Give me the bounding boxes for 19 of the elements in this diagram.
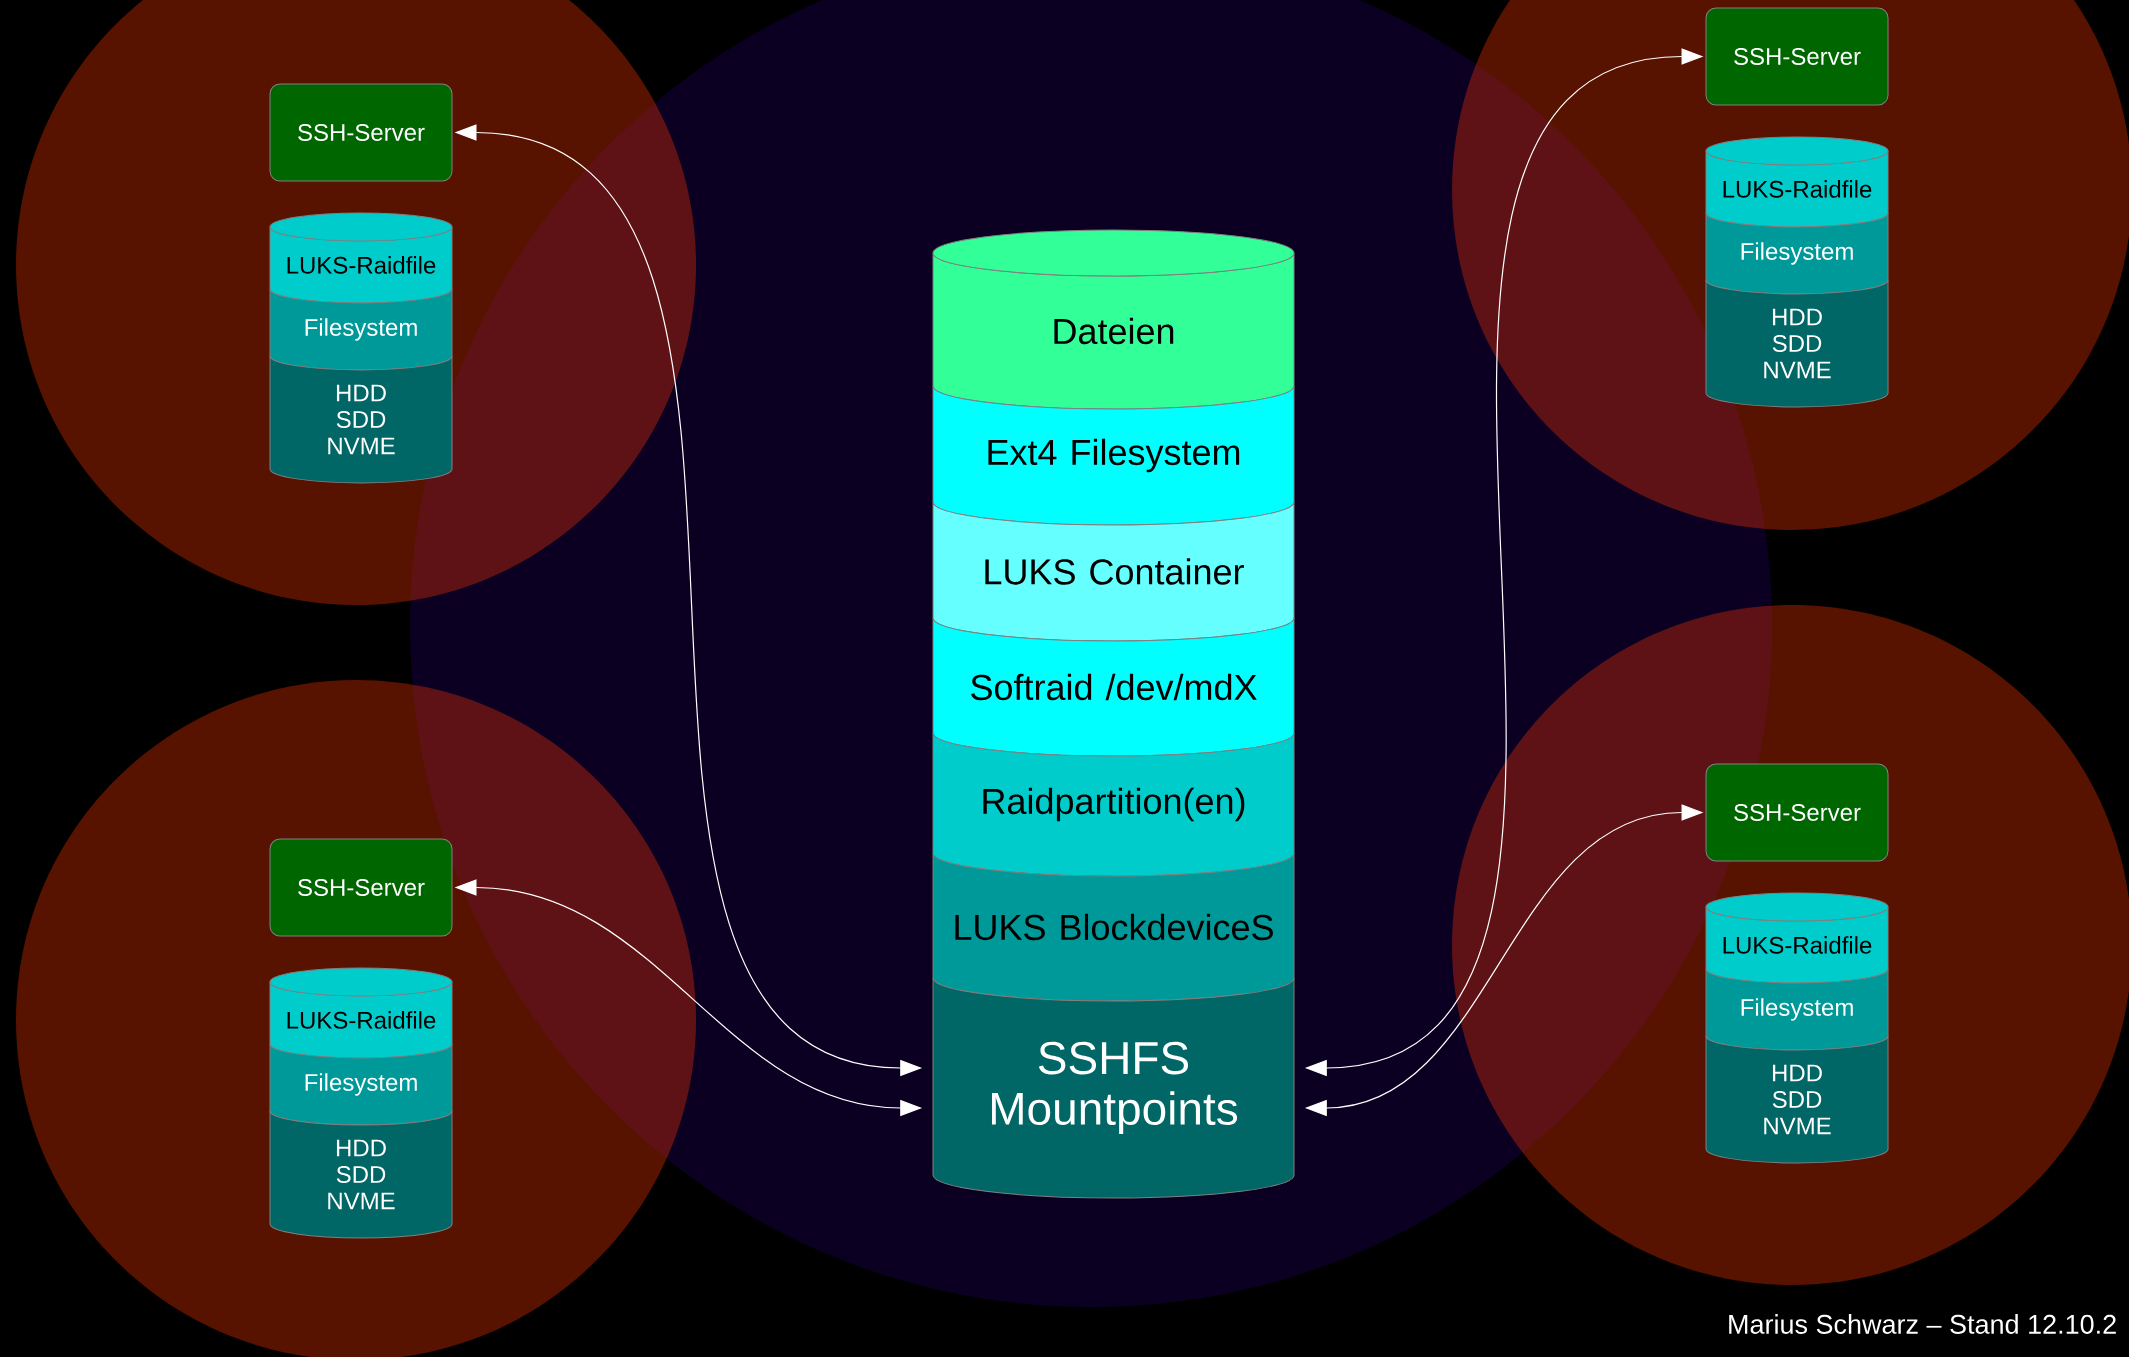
server-box: SSH-Server [1705,763,1889,862]
cylinder-layer: Dateien [932,229,1295,410]
cylinder-layer: LUKS BlockdeviceS [932,852,1295,1002]
server-box: SSH-Server [269,83,453,182]
cylinder-layer: Filesystem [269,1043,453,1126]
cylinder-layer: Ext4 Filesystem [932,385,1295,526]
cylinder-layer: LUKS-Raidfile [269,967,453,1059]
credit-text: Marius Schwarz – Stand 12.10.2 [1729,1314,2116,1334]
cylinder-layer: LUKS-Raidfile [269,212,453,304]
server-box: SSH-Server [269,838,453,937]
cylinder-layer: Raidpartition(en) [932,732,1295,877]
cylinder-layer: LUKS-Raidfile [1705,892,1889,984]
cylinder-layer: Softraid /dev/mdX [932,617,1295,757]
cylinder-layer: Filesystem [1705,968,1889,1051]
server-box: SSH-Server [1705,7,1889,106]
cylinder-layer: LUKS Container [932,501,1295,642]
cylinder-layer: LUKS-Raidfile [1705,136,1889,228]
cylinder-layer: Filesystem [269,288,453,371]
cylinder-layer: Filesystem [1705,212,1889,295]
